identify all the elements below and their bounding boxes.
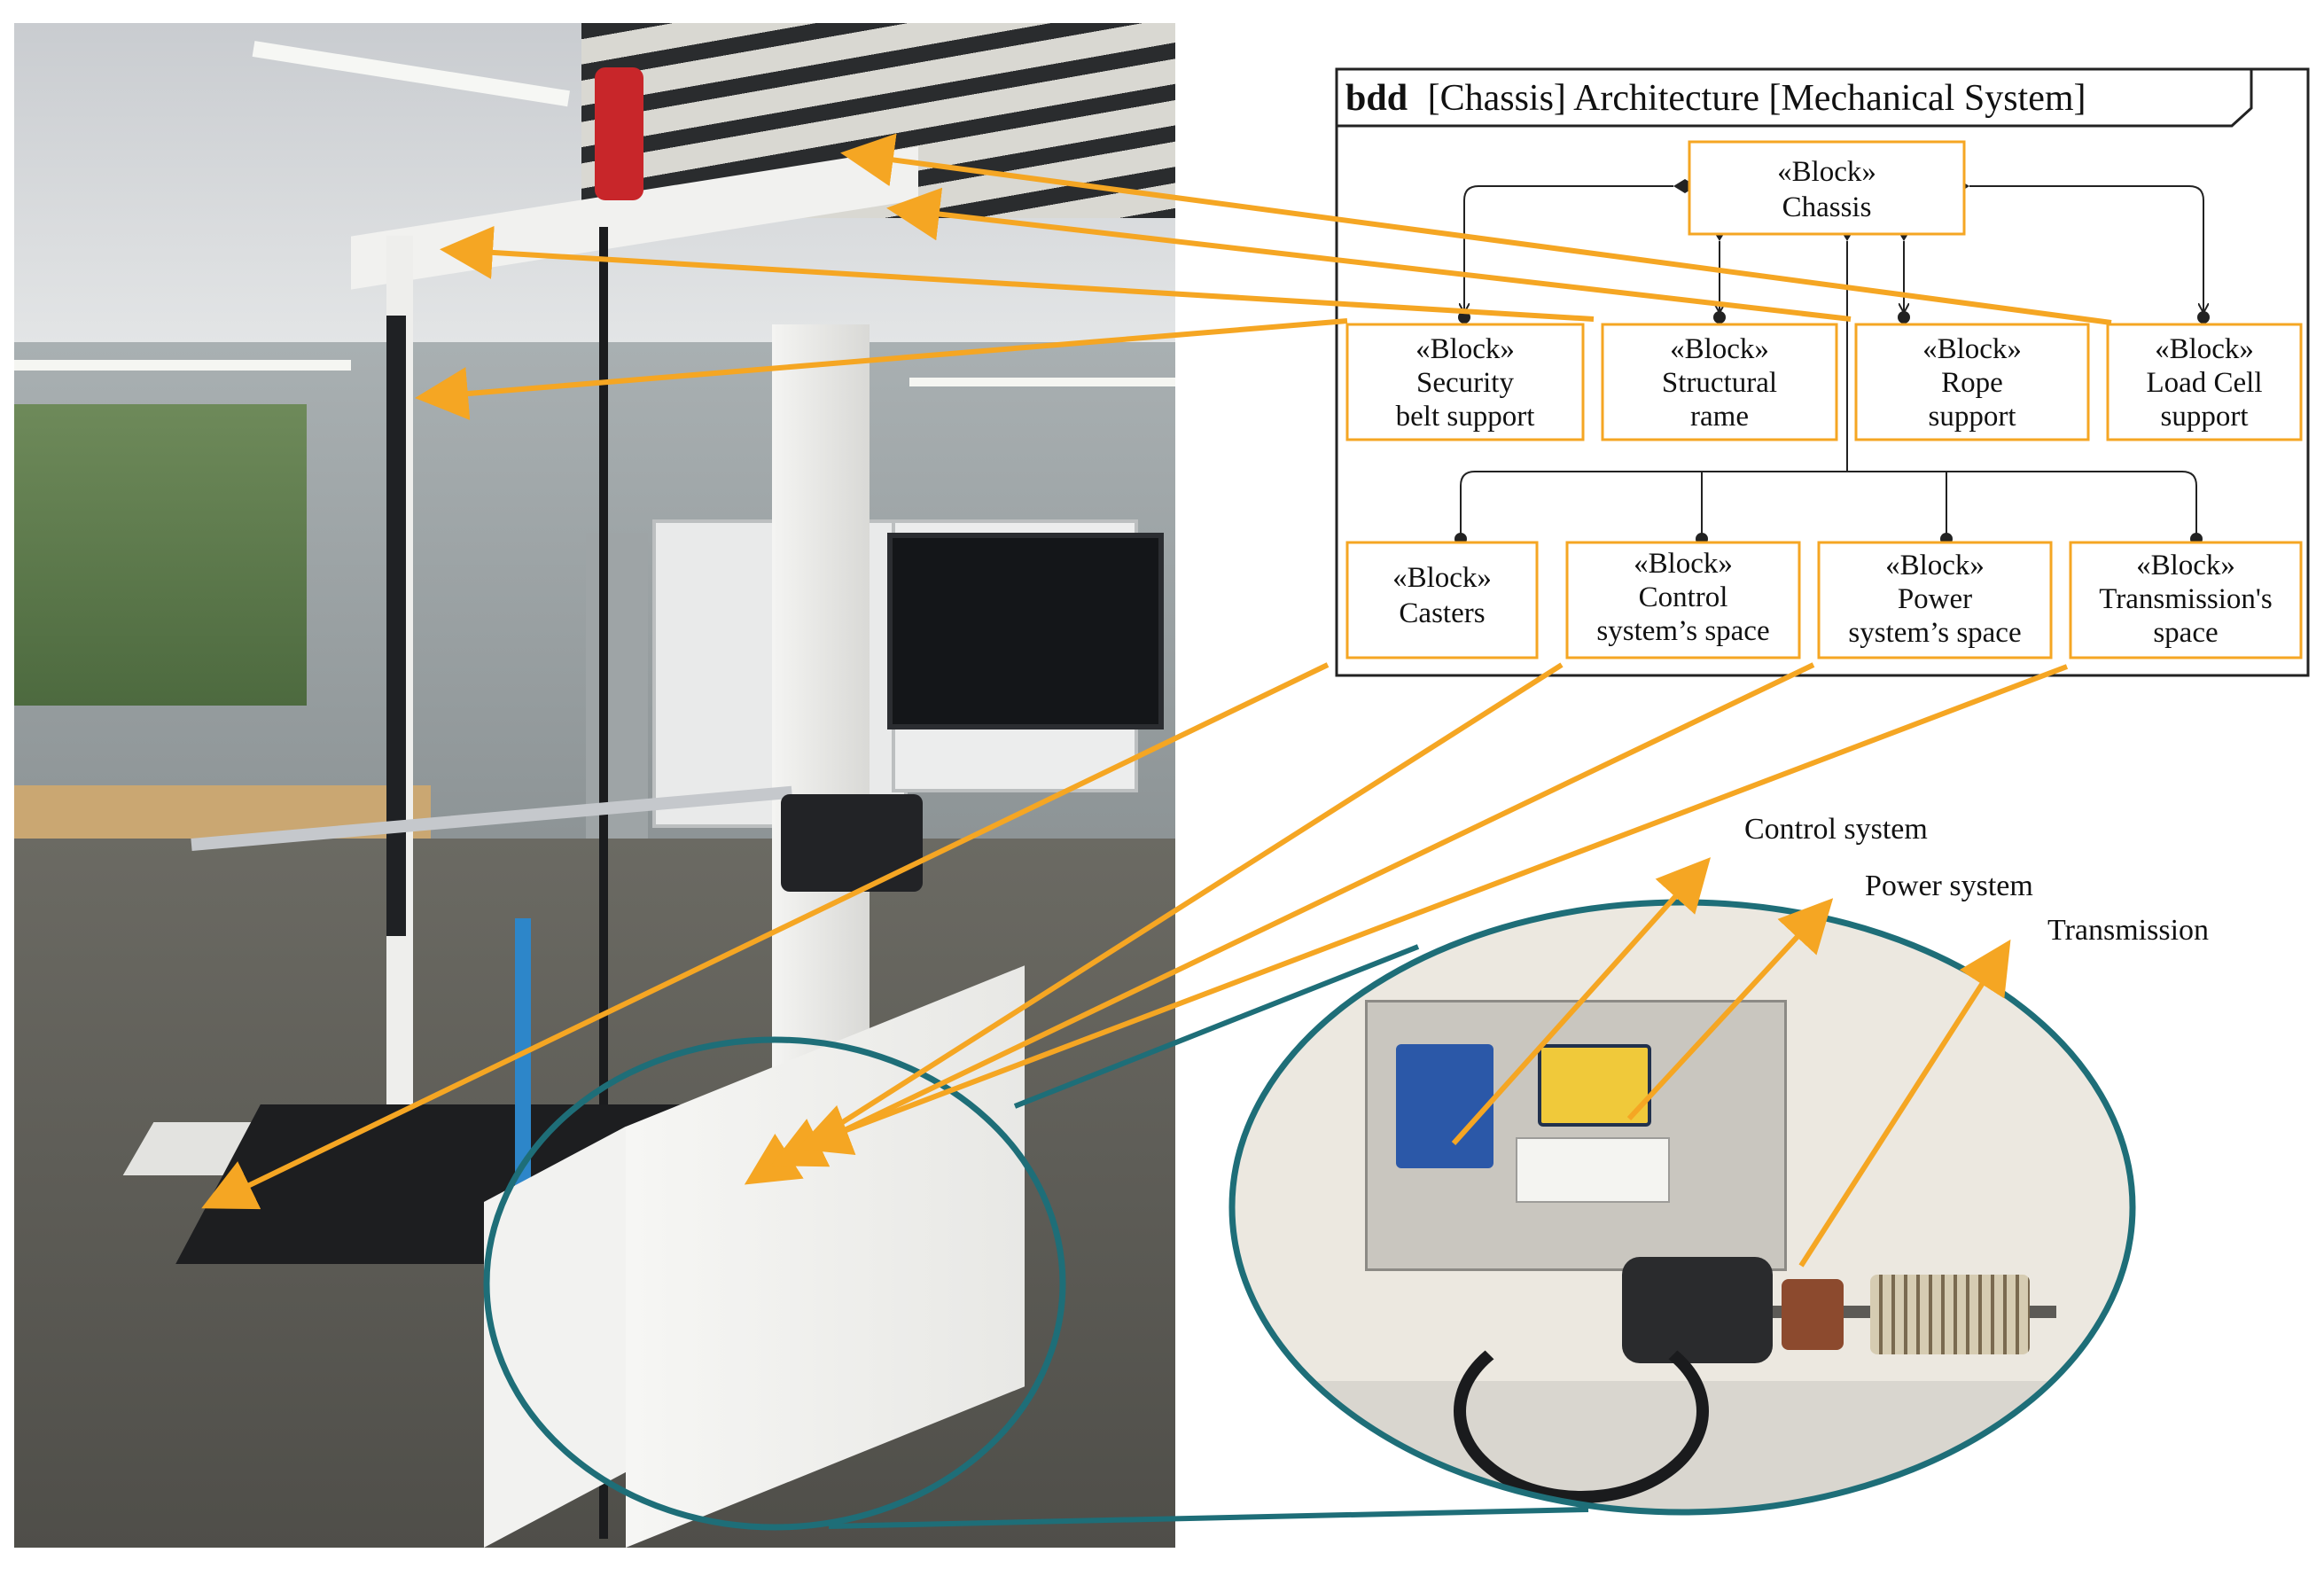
cabinet-highlight-ellipse — [483, 1036, 1066, 1531]
block-name-line: belt support — [1396, 401, 1535, 433]
block-rope-support-box — [1854, 323, 2090, 441]
photo-security-belt — [386, 316, 406, 936]
label-control-system: Control system — [1744, 813, 1928, 846]
endpoint-security — [1458, 311, 1470, 324]
zoom-coupling — [1782, 1279, 1844, 1350]
arrow-control-system — [1451, 857, 1712, 1146]
zoom-inset-photo — [1232, 902, 2133, 1512]
photo-structural-frame-column — [772, 324, 870, 1140]
photo-power-cable — [599, 227, 608, 1539]
link-lower-bus — [1460, 471, 2197, 534]
block-name-line: Control — [1639, 581, 1728, 613]
frame-title-text: [Chassis] Architecture [Mechanical Syste… — [1428, 78, 2086, 119]
block-stereotype: «Block» — [1885, 550, 1985, 581]
block-rope-support: «Block» Rope support — [1854, 323, 2090, 441]
arrow-rope-support — [886, 187, 1852, 322]
block-name-line: support — [2161, 401, 2249, 433]
block-name-line: Power — [1898, 583, 1972, 615]
block-structural-frame: «Block» Structural rame — [1601, 323, 1838, 441]
block-load-cell-support: «Block» Load Cell support — [2106, 323, 2303, 441]
block-stereotype: «Block» — [1392, 562, 1492, 594]
block-chassis: «Block» Chassis — [1688, 140, 1966, 236]
pointer-arrows — [201, 133, 2112, 1268]
block-security-belt-support-box — [1345, 323, 1585, 441]
photo-blue-strap — [515, 918, 531, 1211]
zoom-connector-bottom — [828, 1507, 1589, 1529]
zoom-connector-top — [1013, 944, 1420, 1109]
block-name-line: Structural — [1662, 367, 1777, 399]
frame-keyword: bdd — [1345, 78, 1408, 119]
photo-tv-screen — [887, 533, 1164, 729]
label-transmission: Transmission — [2047, 914, 2209, 947]
frame-title: bdd [Chassis] Architecture [Mechanical S… — [1345, 78, 2086, 119]
arrow-security-belt-support — [415, 318, 1348, 420]
block-stereotype: «Block» — [2136, 550, 2235, 581]
block-power-systems-space: «Block» Power system’s space — [1817, 541, 2053, 659]
arrow-transmissions-space — [796, 664, 2069, 1156]
zoom-power-supply — [1538, 1044, 1651, 1127]
block-casters-box — [1345, 541, 1539, 659]
endpoint-structural — [1713, 311, 1726, 324]
arrow-power-systems-space — [770, 662, 1815, 1167]
block-structural-frame-box — [1601, 323, 1838, 441]
block-name-line: system’s space — [1596, 615, 1769, 647]
blocks: «Block» Chassis «Block» Security belt su… — [1345, 140, 2303, 659]
arrow-transmission — [1798, 939, 2011, 1268]
photo-door — [586, 533, 648, 843]
zoom-rope-drum — [1870, 1275, 2030, 1354]
zoom-breakers — [1516, 1137, 1670, 1203]
photo-window — [14, 404, 307, 706]
block-stereotype: «Block» — [1670, 333, 1769, 365]
block-name-line: rame — [1690, 401, 1749, 433]
block-power-systems-space-box — [1817, 541, 2053, 659]
callout-labels: Control system Power system Transmission — [1744, 813, 2209, 947]
block-name-line: system’s space — [1848, 617, 2021, 649]
link-chassis-security — [1464, 185, 1673, 312]
zoom-inset-outline — [1228, 899, 2136, 1516]
block-control-systems-space: «Block» Control system’s space — [1565, 541, 1801, 659]
block-name-line: space — [2153, 617, 2218, 649]
composition-lines — [1460, 185, 2203, 534]
link-chassis-loadcell — [1969, 185, 2203, 312]
block-transmissions-space-box — [2069, 541, 2303, 659]
photo-ceiling-light — [909, 378, 1175, 386]
block-name-line: support — [1929, 401, 2016, 433]
frame-title-tab — [1337, 69, 2253, 128]
block-name-line: Transmission's — [2099, 583, 2272, 615]
block-name-line: Rope — [1941, 367, 2003, 399]
arrow-load-cell-support — [840, 133, 2112, 325]
block-stereotype: «Block» — [1777, 156, 1876, 188]
arrow-casters — [201, 662, 1330, 1210]
zoom-control-board — [1396, 1044, 1493, 1168]
block-stereotype: «Block» — [1922, 333, 2022, 365]
photo-ceiling-light — [14, 360, 351, 371]
block-name-line: Load Cell — [2146, 367, 2262, 399]
label-power-system: Power system — [1865, 870, 2033, 902]
block-security-belt-support: «Block» Security belt support — [1345, 323, 1585, 441]
endpoint-rope — [1898, 311, 1910, 324]
block-transmissions-space: «Block» Transmission's space — [2069, 541, 2303, 659]
arrow-control-systems-space — [744, 662, 1564, 1185]
block-name: Chassis — [1782, 191, 1872, 223]
photo-treadmill-console — [781, 794, 923, 892]
block-load-cell-support-box — [2106, 323, 2303, 441]
arrow-power-system — [1626, 898, 1834, 1121]
block-name-line: Security — [1416, 367, 1514, 399]
endpoint-loadcell — [2197, 311, 2210, 324]
block-name-line: Casters — [1399, 597, 1485, 629]
photo-red-power-plug — [595, 67, 643, 200]
lab-photo — [14, 23, 1175, 1548]
block-stereotype: «Block» — [1634, 548, 1733, 580]
arrow-structural-frame — [440, 225, 1595, 322]
zoom-callout — [483, 899, 2136, 1531]
block-chassis-box — [1688, 140, 1966, 236]
block-casters: «Block» Casters — [1345, 541, 1539, 659]
block-stereotype: «Block» — [1415, 333, 1515, 365]
block-stereotype: «Block» — [2155, 333, 2254, 365]
block-control-systems-space-box — [1565, 541, 1801, 659]
